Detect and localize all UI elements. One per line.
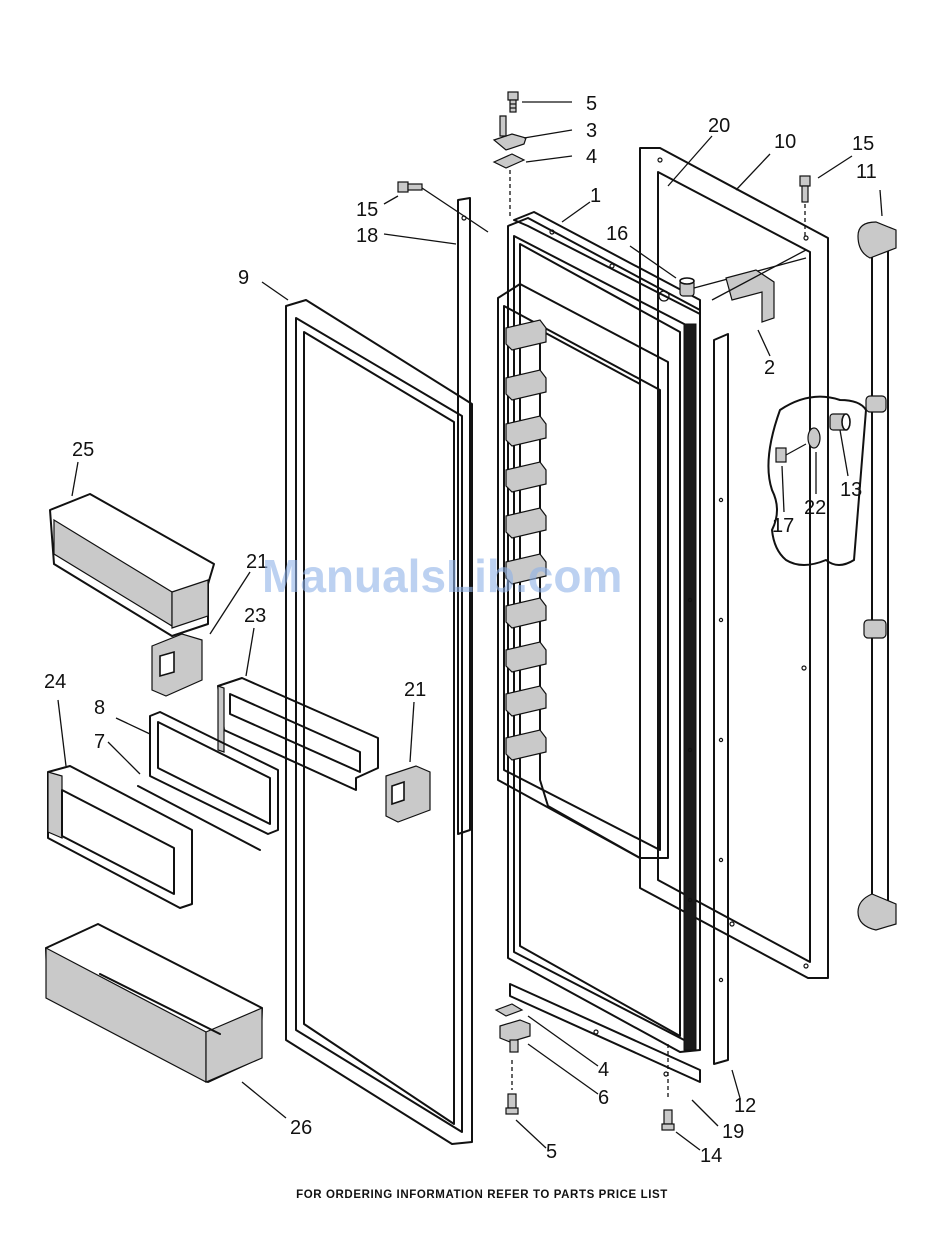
- callout-19: 19: [722, 1121, 744, 1143]
- part-21-bracket-left: [152, 634, 202, 696]
- part-22-washer: [808, 428, 820, 448]
- part-18-trim-strip: [458, 198, 470, 834]
- callout-5-top: 5: [586, 93, 597, 115]
- callout-3: 3: [586, 120, 597, 142]
- part-5-screw-bottom: [506, 1094, 518, 1114]
- part-11-handle: [858, 222, 896, 930]
- callout-26: 26: [290, 1117, 312, 1139]
- callout-17: 17: [772, 515, 794, 537]
- callout-6: 6: [598, 1087, 609, 1109]
- part-4-shim-bottom: [496, 1004, 522, 1016]
- callout-12: 12: [734, 1095, 756, 1117]
- callout-15-left: 15: [356, 199, 378, 221]
- callout-8: 8: [94, 697, 105, 719]
- part-17-screw: [776, 444, 806, 462]
- callout-11: 11: [856, 161, 877, 183]
- callout-9: 9: [238, 267, 249, 289]
- callout-25: 25: [72, 439, 94, 461]
- watermark-text: ManualsLib.com: [262, 550, 622, 602]
- bottom-hinge-assembly: [496, 1004, 674, 1130]
- part-24-front-panel: [48, 766, 192, 908]
- callout-4-bottom: 4: [598, 1059, 609, 1081]
- part-15-screw-left: [398, 182, 488, 232]
- callout-14: 14: [700, 1145, 722, 1167]
- part-25-door-bin: [50, 494, 214, 636]
- part-13-bushing: [830, 414, 850, 430]
- callout-21-right: 21: [404, 679, 426, 701]
- part-2-bracket: [712, 250, 806, 322]
- callout-16: 16: [606, 223, 628, 245]
- top-hinge-assembly: [494, 92, 526, 216]
- part-3-hinge: [494, 116, 526, 150]
- callout-13: 13: [840, 479, 862, 501]
- callout-5-bottom: 5: [546, 1141, 557, 1163]
- callout-2: 2: [764, 357, 775, 379]
- part-26-lower-bin: [46, 924, 262, 1082]
- part-7-strip: [138, 786, 260, 850]
- callout-22: 22: [804, 497, 826, 519]
- callout-4-top: 4: [586, 146, 597, 168]
- part-9-door-gasket: [286, 300, 472, 1144]
- callout-15-right: 15: [852, 133, 874, 155]
- callout-23: 23: [244, 605, 266, 627]
- footer-note: FOR ORDERING INFORMATION REFER TO PARTS …: [296, 1189, 668, 1201]
- part-6-bottom-hinge: [500, 1020, 530, 1052]
- callout-7: 7: [94, 731, 105, 753]
- part-12-gasket-strip: [714, 334, 728, 1064]
- callout-24: 24: [44, 671, 66, 693]
- part-23-housing: [218, 678, 378, 790]
- part-1-door-inner-panel: [498, 212, 700, 1052]
- part-5-screw-top: [508, 92, 518, 112]
- callout-20: 20: [708, 115, 730, 137]
- part-21-bracket-right: [386, 766, 430, 822]
- callout-1: 1: [590, 185, 601, 207]
- callout-10: 10: [774, 131, 796, 153]
- part-8-frame: [150, 712, 278, 834]
- part-4-shim-top: [494, 154, 524, 168]
- callout-18: 18: [356, 225, 378, 247]
- callout-labels: 5 3 4 20 10 15 11 1 15 18 16 9 2 25 13 2…: [44, 93, 877, 1167]
